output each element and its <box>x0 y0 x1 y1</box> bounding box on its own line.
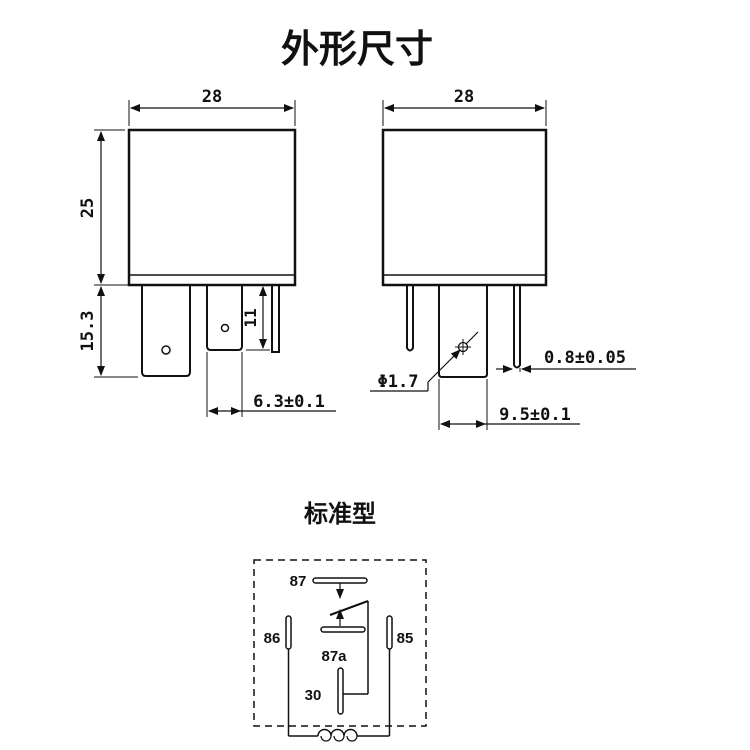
pin-wide-label: 9.5±0.1 <box>499 405 571 425</box>
hole-leader-out <box>465 331 479 345</box>
front-view: 28 25 15.3 11 6.3±0.1 <box>78 87 336 417</box>
page-title: 外形尺寸 <box>281 27 433 71</box>
front-pin-left <box>141 285 191 377</box>
terminal-87-label: 87 <box>290 573 307 590</box>
coil-winding-top <box>317 728 358 737</box>
wiring-schematic: 87 87a 86 85 30 <box>253 559 427 742</box>
terminal-86-bar <box>285 615 292 650</box>
terminal-85-label: 85 <box>397 630 414 647</box>
side-pin-thin-left <box>406 285 414 352</box>
terminal-87a-bar <box>320 626 366 633</box>
switch-contact <box>329 600 369 616</box>
front-pin-middle-hole <box>220 323 230 333</box>
subtitle: 标准型 <box>304 500 376 528</box>
terminal-30-bar <box>337 667 344 715</box>
terminal-87-bar <box>312 577 368 584</box>
side-pin-thin-right <box>513 285 521 369</box>
side-pin-wide <box>438 285 488 378</box>
front-pin-middle <box>206 285 243 351</box>
terminal-86-label: 86 <box>264 630 281 647</box>
terminal-30-label: 30 <box>305 687 322 704</box>
height-pins-label: 15.3 <box>78 311 98 352</box>
pin-width-label: 6.3±0.1 <box>253 392 325 412</box>
terminal-87a-label: 87a <box>321 648 347 665</box>
pin-short-label: 11 <box>241 308 260 327</box>
pin-thickness-label: 0.8±0.05 <box>544 348 626 368</box>
front-width-label: 28 <box>202 87 222 107</box>
front-pin-left-hole <box>161 345 171 355</box>
schematic-border <box>253 559 427 727</box>
side-view: 28 Φ1.7 0.8±0.05 9.5±0.1 <box>370 87 636 430</box>
coil-winding-bottom <box>320 735 358 742</box>
terminal-85-bar <box>386 615 393 650</box>
front-pin-thin <box>271 285 280 353</box>
height-body-label: 25 <box>78 198 98 218</box>
side-body <box>381 128 548 287</box>
front-body <box>127 128 297 287</box>
hole-leader-arrow-in <box>427 349 461 383</box>
side-width-label: 28 <box>454 87 474 107</box>
hole-dia-label: Φ1.7 <box>378 372 419 392</box>
